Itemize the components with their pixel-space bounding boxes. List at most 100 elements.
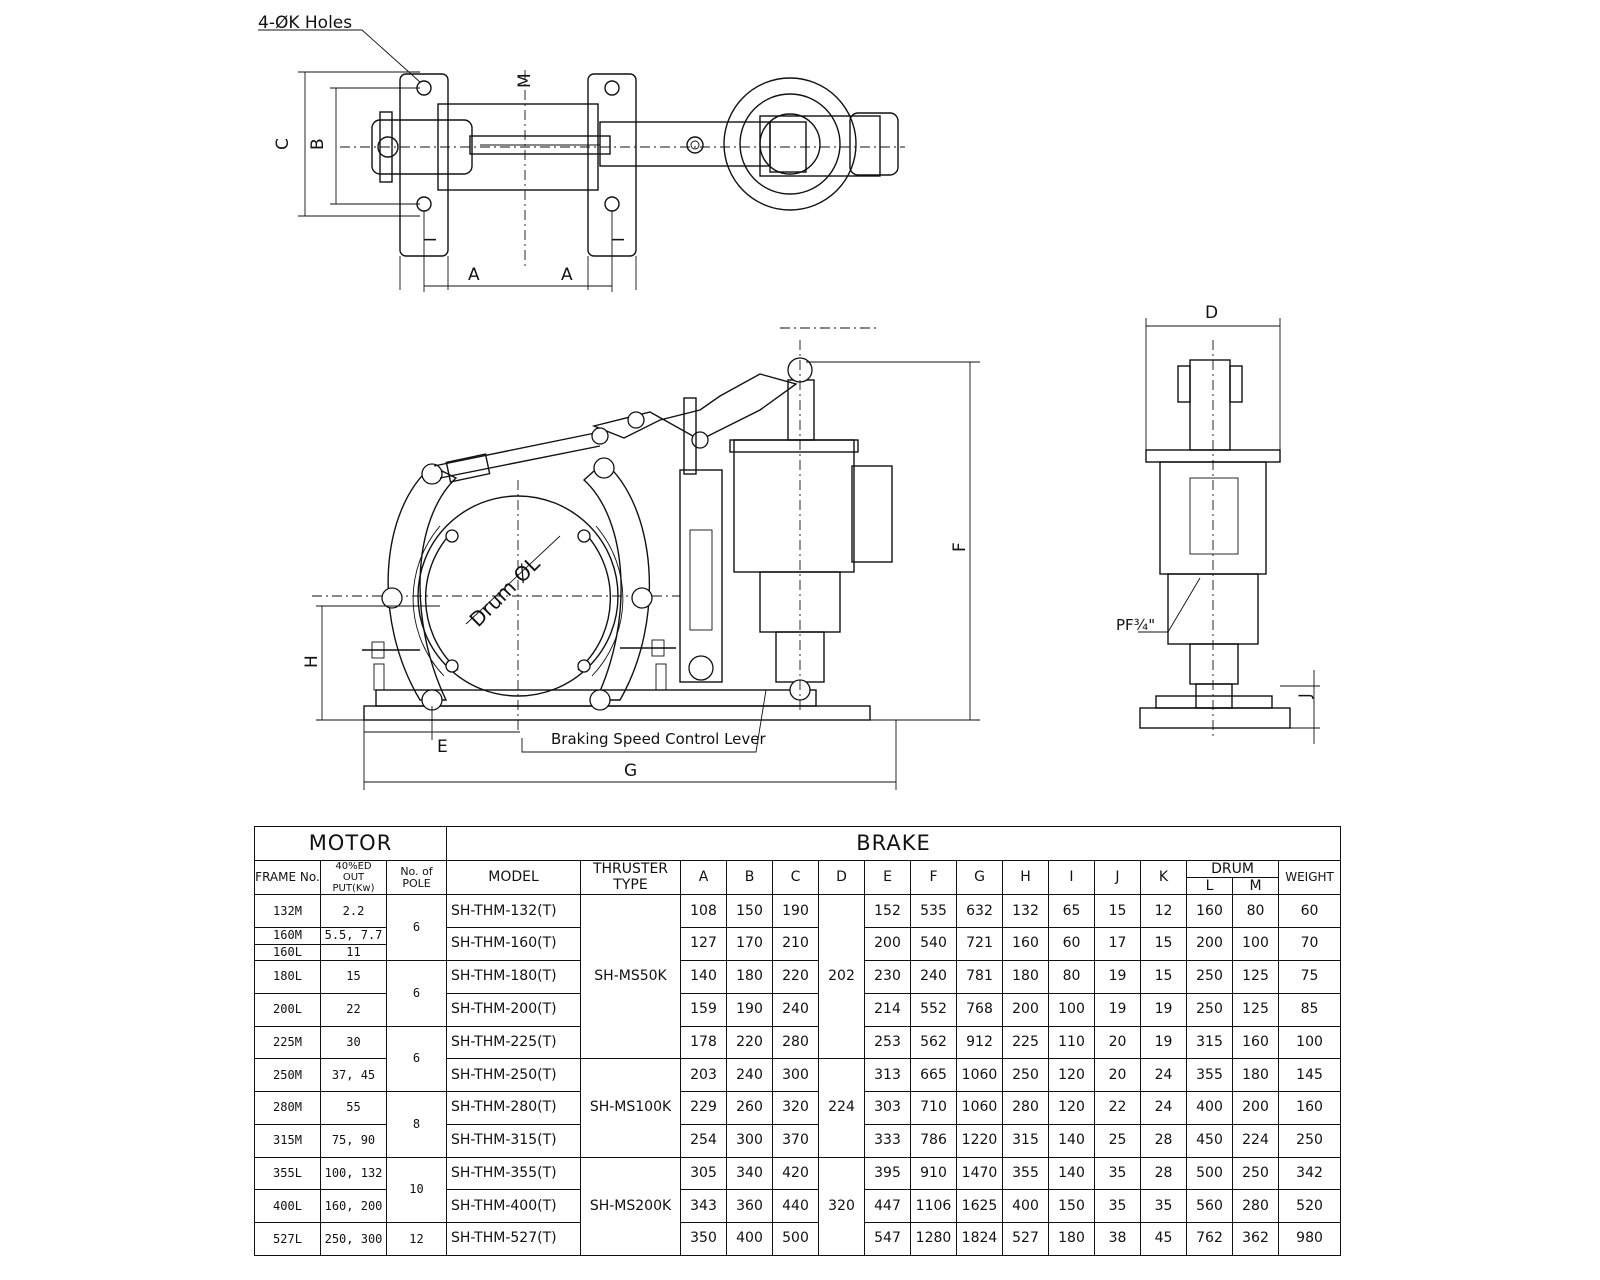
value-cell: 632 bbox=[956, 894, 1003, 929]
model-cell: SH-THM-280(T) bbox=[446, 1091, 581, 1125]
value-cell: 440 bbox=[772, 1189, 819, 1224]
dim-label-A-right: A bbox=[561, 265, 573, 285]
value-cell: 768 bbox=[956, 992, 1003, 1027]
value-cell: 250 bbox=[1186, 992, 1233, 1027]
value-cell: 315 bbox=[1002, 1123, 1049, 1158]
col-drum: DRUM bbox=[1186, 860, 1279, 879]
dim-label-A-left: A bbox=[468, 265, 480, 285]
d-value-cell: 224 bbox=[818, 1058, 865, 1158]
value-cell: 400 bbox=[726, 1222, 773, 1256]
value-cell: 360 bbox=[726, 1189, 773, 1224]
value-cell: 562 bbox=[910, 1025, 957, 1060]
value-cell: 224 bbox=[1232, 1123, 1279, 1158]
frame-cell: 315M bbox=[254, 1123, 321, 1158]
value-cell: 552 bbox=[910, 992, 957, 1027]
pole-cell: 12 bbox=[386, 1222, 447, 1256]
value-cell: 200 bbox=[1232, 1091, 1279, 1125]
output-cell: 11 bbox=[320, 943, 387, 961]
value-cell: 22 bbox=[1094, 1091, 1141, 1125]
col-thruster-line1: THRUSTER bbox=[592, 861, 669, 878]
value-cell: 100 bbox=[1277, 1025, 1342, 1060]
pole-cell: 6 bbox=[386, 894, 447, 961]
value-cell: 125 bbox=[1232, 959, 1279, 994]
value-cell: 203 bbox=[680, 1058, 727, 1093]
value-cell: 120 bbox=[1048, 1058, 1095, 1093]
value-cell: 19 bbox=[1140, 1025, 1187, 1060]
value-cell: 65 bbox=[1048, 894, 1095, 929]
side-view: D J PF¾" bbox=[1116, 303, 1320, 744]
value-cell: 303 bbox=[864, 1091, 911, 1125]
pf-label: PF¾" bbox=[1116, 616, 1155, 634]
value-cell: 240 bbox=[772, 992, 819, 1027]
value-cell: 60 bbox=[1277, 894, 1342, 929]
value-cell: 110 bbox=[1048, 1025, 1095, 1060]
lever-label: Braking Speed Control Lever bbox=[551, 730, 767, 748]
value-cell: 500 bbox=[1186, 1156, 1233, 1191]
value-cell: 315 bbox=[1186, 1025, 1233, 1060]
col-thruster: THRUSTER TYPE bbox=[580, 860, 681, 896]
output-cell: 37, 45 bbox=[320, 1058, 387, 1093]
thruster-cell: SH-MS100K bbox=[580, 1058, 681, 1158]
value-cell: 254 bbox=[680, 1123, 727, 1158]
output-cell: 250, 300 bbox=[320, 1222, 387, 1256]
value-cell: 781 bbox=[956, 959, 1003, 994]
value-cell: 12 bbox=[1140, 894, 1187, 929]
output-cell: 5.5, 7.7 bbox=[320, 927, 387, 945]
value-cell: 710 bbox=[910, 1091, 957, 1125]
value-cell: 786 bbox=[910, 1123, 957, 1158]
spec-table-wrapper: MOTOR BRAKE FRAME No. 40%ED OUT PUT(Kw) … bbox=[254, 825, 1342, 1257]
value-cell: 240 bbox=[726, 1058, 773, 1093]
frame-cell: 180L bbox=[254, 959, 321, 994]
value-cell: 260 bbox=[726, 1091, 773, 1125]
col-dim-J: J bbox=[1094, 860, 1141, 896]
value-cell: 180 bbox=[1002, 959, 1049, 994]
value-cell: 1470 bbox=[956, 1156, 1003, 1191]
value-cell: 342 bbox=[1277, 1156, 1342, 1191]
value-cell: 145 bbox=[1277, 1058, 1342, 1093]
value-cell: 152 bbox=[864, 894, 911, 929]
value-cell: 447 bbox=[864, 1189, 911, 1224]
value-cell: 17 bbox=[1094, 927, 1141, 961]
model-cell: SH-THM-225(T) bbox=[446, 1025, 581, 1060]
table-header-row-3: L M bbox=[255, 877, 1341, 896]
dim-label-B: B bbox=[308, 138, 328, 150]
dim-label-H: H bbox=[302, 655, 322, 668]
value-cell: 24 bbox=[1140, 1091, 1187, 1125]
value-cell: 35 bbox=[1094, 1189, 1141, 1224]
value-cell: 665 bbox=[910, 1058, 957, 1093]
dim-label-G: G bbox=[624, 761, 637, 781]
col-dim-H: H bbox=[1002, 860, 1049, 896]
value-cell: 24 bbox=[1140, 1058, 1187, 1093]
value-cell: 225 bbox=[1002, 1025, 1049, 1060]
model-cell: SH-THM-132(T) bbox=[446, 894, 581, 929]
value-cell: 125 bbox=[1232, 992, 1279, 1027]
output-cell: 30 bbox=[320, 1025, 387, 1060]
value-cell: 910 bbox=[910, 1156, 957, 1191]
value-cell: 280 bbox=[1232, 1189, 1279, 1224]
value-cell: 527 bbox=[1002, 1222, 1049, 1256]
value-cell: 180 bbox=[1048, 1222, 1095, 1256]
value-cell: 560 bbox=[1186, 1189, 1233, 1224]
value-cell: 200 bbox=[1002, 992, 1049, 1027]
value-cell: 1060 bbox=[956, 1091, 1003, 1125]
d-value-cell: 320 bbox=[818, 1156, 865, 1257]
value-cell: 150 bbox=[1048, 1189, 1095, 1224]
model-cell: SH-THM-160(T) bbox=[446, 927, 581, 961]
output-cell: 75, 90 bbox=[320, 1123, 387, 1158]
value-cell: 19 bbox=[1094, 992, 1141, 1027]
value-cell: 19 bbox=[1140, 992, 1187, 1027]
value-cell: 85 bbox=[1277, 992, 1342, 1027]
dim-label-E: E bbox=[437, 737, 448, 757]
holes-label: 4-ØK Holes bbox=[258, 13, 352, 33]
pole-cell: 8 bbox=[386, 1091, 447, 1158]
value-cell: 230 bbox=[864, 959, 911, 994]
frame-cell: 355L bbox=[254, 1156, 321, 1191]
col-dim-A: A bbox=[680, 860, 727, 896]
motor-header: MOTOR bbox=[254, 825, 447, 862]
model-cell: SH-THM-315(T) bbox=[446, 1123, 581, 1158]
frame-cell: 200L bbox=[254, 992, 321, 1027]
col-output-line1: 40%ED bbox=[335, 861, 372, 873]
